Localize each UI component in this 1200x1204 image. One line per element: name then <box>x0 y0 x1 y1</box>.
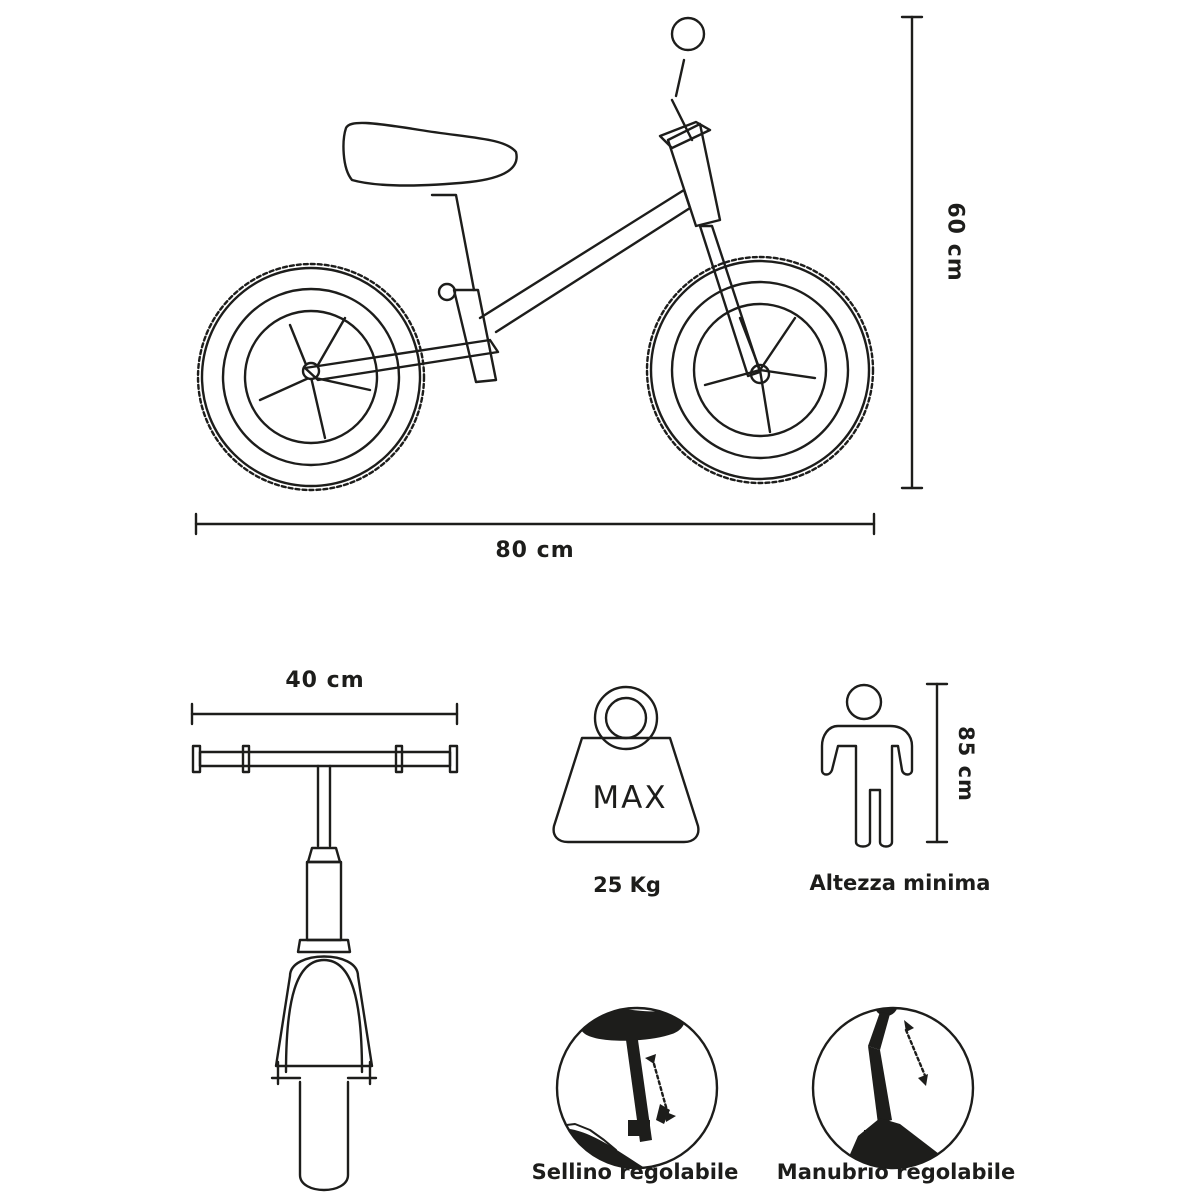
rider-height-label: 85 cm <box>954 726 978 802</box>
adjustable-seat-caption: Sellino regolabile <box>531 1160 739 1184</box>
height-label: 60 cm <box>942 202 968 282</box>
rider-icon <box>820 682 949 848</box>
max-weight-icon <box>552 685 700 844</box>
length-dimension-line <box>194 512 876 536</box>
bike-frame <box>303 121 692 384</box>
adjustable-handlebar-icon <box>811 1006 975 1170</box>
height-dimension-line <box>900 15 924 490</box>
length-label: 80 cm <box>495 538 575 563</box>
bike-front-view <box>190 702 459 1192</box>
max-weight-label: MAX <box>592 780 668 816</box>
adjustable-handlebar-caption: Manubrio regolabile <box>776 1160 1016 1184</box>
min-height-caption: Altezza minima <box>809 871 991 895</box>
rear-wheel <box>196 262 426 492</box>
bike-side-view <box>196 16 875 492</box>
seat-adjust-arrow-icon <box>645 1054 676 1122</box>
max-weight-caption: 25 Kg <box>593 873 661 897</box>
handlebar-adjust-arrow-icon <box>904 1020 928 1086</box>
bike-fork <box>658 16 771 385</box>
handlebar-width-label: 40 cm <box>285 668 365 693</box>
